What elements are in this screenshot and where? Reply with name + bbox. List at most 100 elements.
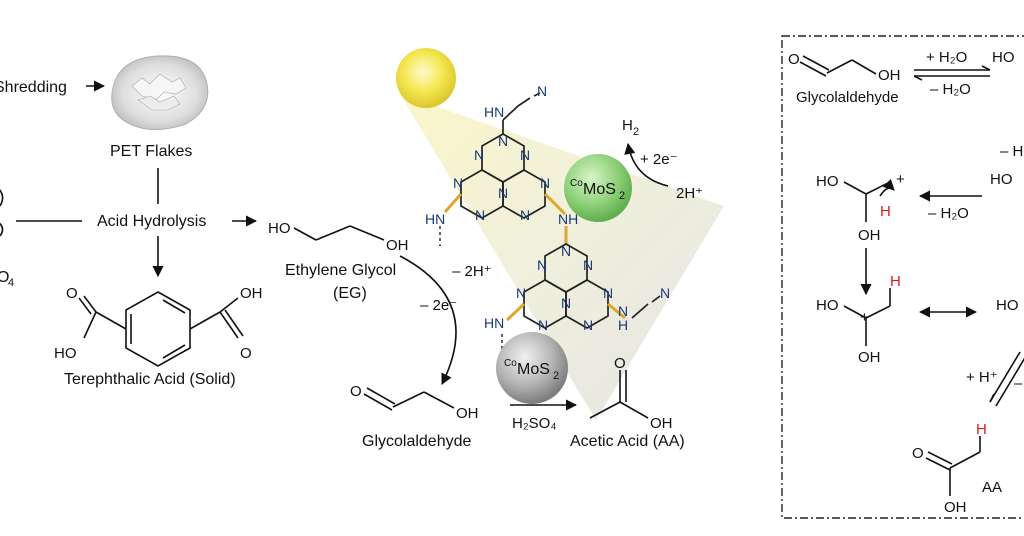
svg-text:HN: HN — [484, 315, 504, 331]
mech-aa-label: AA — [982, 479, 1002, 496]
mechanism-panel-border — [781, 35, 1024, 519]
svg-text:HN: HN — [484, 104, 504, 120]
terephthalic-acid-label: Terephthalic Acid (Solid) — [64, 371, 236, 388]
ethylene-glycol-structure: HO OH — [268, 220, 409, 254]
mech-acetic-acid: O H OH — [912, 421, 987, 516]
svg-text:OH: OH — [858, 227, 881, 244]
svg-text:N: N — [498, 185, 508, 201]
svg-text:N: N — [474, 147, 484, 163]
svg-text:H: H — [890, 273, 901, 290]
svg-text:OH: OH — [386, 237, 409, 254]
svg-text:N: N — [561, 295, 571, 311]
svg-text:HO: HO — [268, 220, 291, 237]
acetic-acid-structure: O OH — [589, 355, 673, 432]
mech-carbocation-1: HO H + OH — [816, 171, 905, 244]
svg-text:O: O — [614, 355, 626, 372]
svg-text:N: N — [583, 317, 593, 333]
mech-partial-ho-top: HO — [992, 49, 1015, 66]
acid-hydrolysis-label: Acid Hydrolysis — [97, 213, 206, 230]
svg-text:OH: OH — [456, 405, 479, 422]
svg-text:N: N — [537, 83, 547, 99]
svg-text:N: N — [660, 285, 670, 301]
svg-text:+ H₂O: + H₂O — [926, 49, 967, 66]
heptazine-unit-bottom: N N N N N N N N HN H N N — [484, 226, 670, 352]
hydration-equilibrium-arrows: + H₂O – H₂O — [913, 49, 991, 98]
comos2-catalyst-grey: Co MoS 2 — [496, 332, 568, 404]
svg-text:N: N — [498, 133, 508, 149]
sun-icon — [396, 48, 456, 108]
light-beam — [400, 94, 724, 420]
svg-text:N: N — [520, 207, 530, 223]
svg-text:MoS: MoS — [517, 361, 550, 378]
pet-flakes-label: PET Flakes — [110, 143, 192, 160]
svg-text:2: 2 — [633, 126, 639, 138]
svg-text:N: N — [453, 175, 463, 191]
svg-text:O: O — [788, 51, 800, 68]
proton-equilibrium-arrows: + H⁺ – — [966, 351, 1024, 407]
mech-minus-h2o-label: – H₂O — [928, 205, 969, 222]
svg-text:MoS: MoS — [583, 181, 616, 198]
svg-text:OH: OH — [650, 415, 673, 432]
svg-text:– H₂O: – H₂O — [930, 81, 971, 98]
minus-2h-label: – 2H⁺ — [452, 263, 492, 280]
svg-text:N: N — [475, 207, 485, 223]
svg-text:OH: OH — [858, 349, 881, 366]
svg-text:O: O — [0, 269, 9, 286]
shredding-label: Shredding — [0, 79, 67, 96]
pet-flakes-image — [111, 55, 209, 130]
svg-text:Co: Co — [504, 358, 517, 369]
glycolaldehyde-label: Glycolaldehyde — [362, 433, 472, 450]
svg-text:H: H — [880, 203, 891, 220]
svg-text:N: N — [603, 285, 613, 301]
heptazine-unit-top: HN N N N N N N N N N HN NH — [425, 83, 578, 246]
two-protons-label: 2H⁺ — [676, 185, 703, 202]
eg-abbrev-label: (EG) — [333, 285, 367, 302]
svg-text:H: H — [618, 317, 628, 333]
eg-oxidation-arrow — [399, 255, 457, 386]
svg-text:O: O — [66, 285, 78, 302]
mech-glycolaldehyde-label: Glycolaldehyde — [796, 89, 899, 106]
svg-text:N: N — [561, 243, 571, 259]
mech-carbocation-2: HO H + OH — [816, 273, 901, 366]
svg-text:–: – — [1014, 375, 1023, 392]
acetic-acid-label: Acetic Acid (AA) — [570, 433, 685, 450]
svg-text:N: N — [538, 317, 548, 333]
svg-text:N: N — [618, 303, 628, 319]
minus-2e-label: – 2e⁻ — [420, 297, 457, 314]
svg-text:4: 4 — [8, 277, 14, 289]
svg-text:N: N — [537, 257, 547, 273]
svg-text:NH: NH — [558, 211, 578, 227]
svg-text:OH: OH — [944, 499, 967, 516]
svg-text:H: H — [976, 421, 987, 438]
glycolaldehyde-structure: O OH — [350, 383, 479, 422]
mech-partial-minus-h: – H — [1000, 143, 1023, 160]
svg-text:+: + — [896, 171, 905, 188]
svg-text:HO: HO — [816, 297, 839, 314]
svg-text:+: + — [860, 309, 869, 326]
svg-text:N: N — [520, 147, 530, 163]
h2-product: H — [622, 117, 633, 134]
svg-text:O: O — [912, 445, 924, 462]
svg-text:O: O — [240, 345, 252, 362]
svg-text:2: 2 — [553, 370, 559, 382]
mech-partial-ho-bottom: HO — [996, 297, 1019, 314]
terephthalic-acid-structure: O HO OH O — [54, 285, 263, 367]
comos2-catalyst-green: Co MoS 2 — [564, 154, 632, 222]
svg-text:HO: HO — [816, 173, 839, 190]
ethylene-glycol-label: Ethylene Glycol — [285, 262, 396, 279]
left-partial-reagent: O 4 — [0, 189, 14, 289]
svg-text:Co: Co — [570, 178, 583, 189]
svg-text:HO: HO — [54, 345, 77, 362]
svg-text:N: N — [583, 257, 593, 273]
svg-text:+ H⁺: + H⁺ — [966, 369, 998, 386]
h2so4-label: H₂SO₄ — [512, 415, 556, 432]
svg-text:HN: HN — [425, 211, 445, 227]
svg-text:O: O — [350, 383, 362, 400]
svg-text:OH: OH — [878, 67, 901, 84]
svg-text:OH: OH — [240, 285, 263, 302]
mech-glycolaldehyde: O OH — [788, 51, 901, 84]
mech-partial-ho-mid: HO — [990, 171, 1013, 188]
svg-text:N: N — [516, 285, 526, 301]
hydrogen-evolution-arrow — [624, 142, 669, 187]
